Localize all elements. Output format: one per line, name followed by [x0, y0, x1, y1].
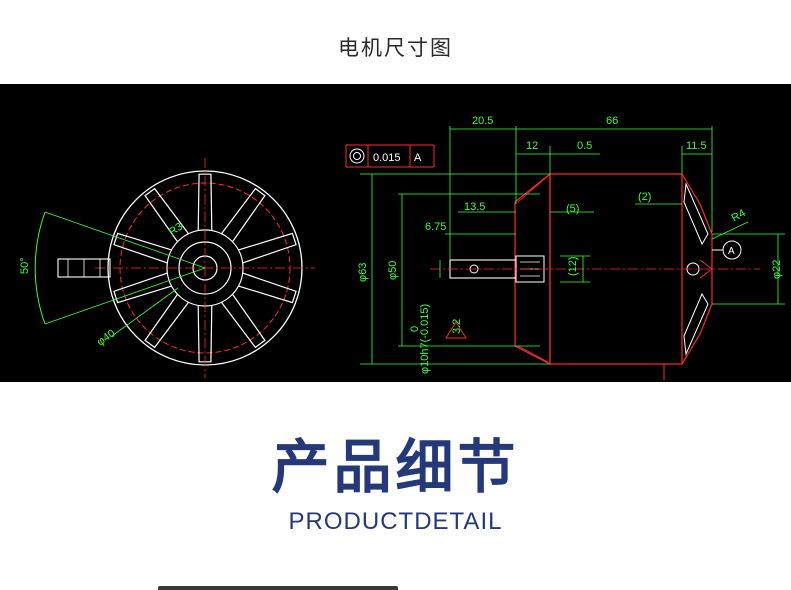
spoke	[113, 232, 172, 264]
angle-arc	[34, 211, 46, 325]
hub-inner	[178, 241, 232, 295]
roughness-symbol	[445, 321, 467, 339]
tolerance-value: 0.015	[373, 152, 401, 164]
dim-66: 66	[606, 115, 618, 127]
technical-drawing-svg: 50° R3 φ40 0.015 A	[19, 115, 785, 380]
dim-phi63: φ63	[357, 263, 369, 282]
dim-0-5: 0.5	[577, 140, 592, 152]
section-subtitle: PRODUCTDETAIL	[288, 508, 503, 535]
dim-12: 12	[526, 140, 538, 152]
dimension-lines	[360, 126, 785, 365]
rear-fin-top	[683, 182, 709, 246]
spoke	[220, 187, 266, 243]
dim-5: (5)	[566, 203, 579, 215]
side-view: 0.015 A	[345, 115, 785, 380]
dim-13-5: 13.5	[464, 201, 485, 213]
section-title: 产品细节	[271, 433, 520, 501]
dim-shaft-upper: 0	[409, 326, 421, 332]
dim-phi50: φ50	[387, 261, 399, 280]
spoke	[238, 272, 297, 304]
spokes	[113, 173, 297, 363]
dim-6-75: 6.75	[425, 221, 446, 233]
dim-20-5: 20.5	[472, 115, 493, 127]
next-image-edge	[158, 586, 398, 590]
dim-shaft: φ10h7(-0.015)	[419, 304, 431, 374]
spoke	[220, 293, 266, 349]
dim-roughness: 3.2	[451, 319, 463, 334]
tolerance-datum: A	[414, 152, 422, 164]
dim-11-5: 11.5	[686, 140, 707, 152]
tolerance-frame	[345, 144, 435, 168]
spoke	[113, 272, 172, 304]
dim-2: (2)	[638, 191, 651, 203]
dim-r4: R4	[730, 207, 748, 224]
rear-fin-bottom	[683, 292, 709, 356]
motor-dimension-drawing: 50° R3 φ40 0.015 A	[0, 84, 791, 382]
dim-12-paren: (12)	[567, 256, 579, 276]
angle-label: 50°	[19, 257, 31, 274]
spoke	[238, 232, 297, 264]
page-title: 电机尺寸图	[338, 36, 453, 60]
spoke	[197, 173, 213, 231]
spoke	[144, 293, 190, 349]
phi40-label: φ40	[95, 328, 118, 349]
front-view: 50° R3 φ40	[19, 158, 315, 378]
dim-phi22: φ22	[771, 260, 783, 279]
datum-label: A	[728, 246, 735, 257]
r3-label: R3	[167, 221, 185, 239]
spoke	[144, 187, 190, 243]
